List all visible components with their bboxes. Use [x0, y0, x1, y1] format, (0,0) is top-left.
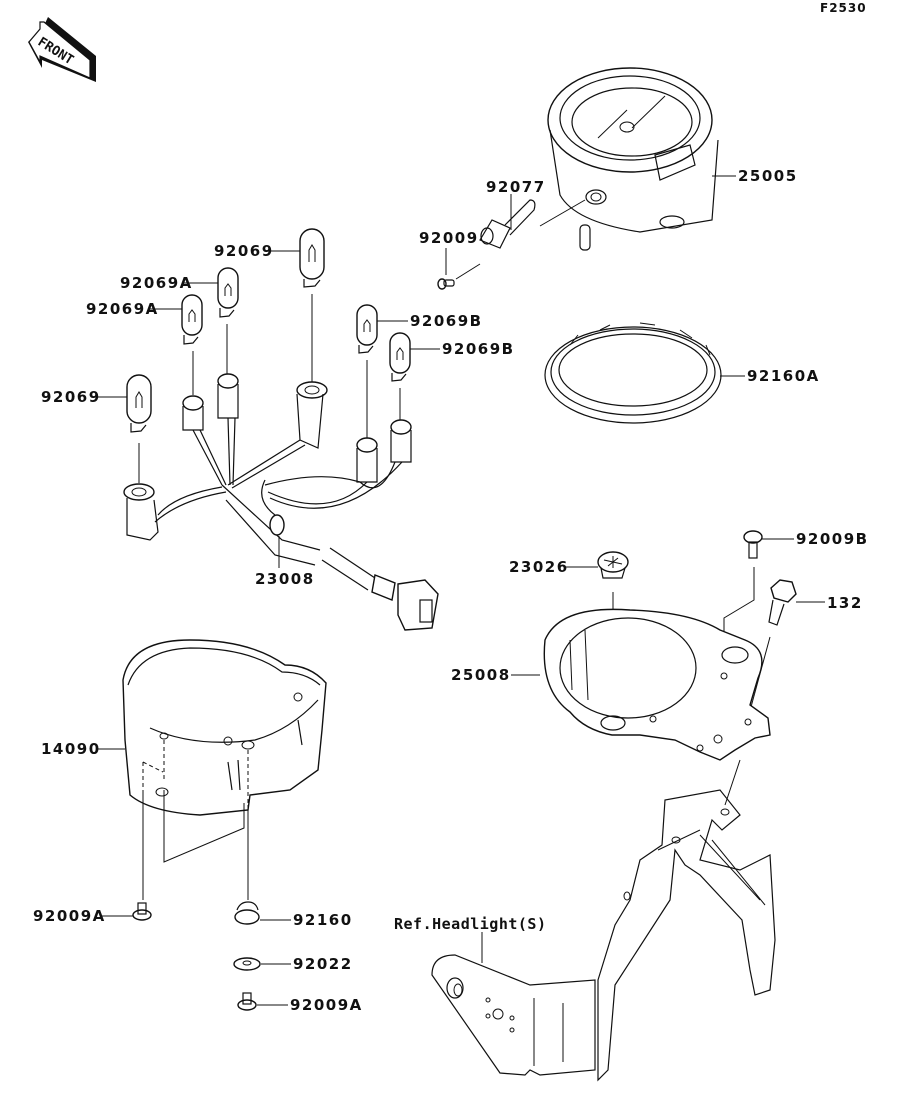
label-92069a-upper: 92069A — [120, 274, 193, 292]
label-92009a-right: 92009A — [290, 996, 363, 1014]
label-14090: 14090 — [41, 740, 101, 758]
front-arrow-icon: FRONT — [28, 17, 96, 82]
label-25005: 25005 — [738, 167, 798, 185]
meter-assembly-25005 — [547, 67, 719, 251]
speedometer-gear-92077 — [479, 199, 586, 249]
grommet-92160 — [234, 901, 260, 925]
screw-92009a-left — [132, 902, 152, 921]
bolt-132 — [768, 579, 797, 626]
screw-92009a-right — [237, 992, 257, 1011]
wiring-harness-23008 — [123, 373, 439, 631]
reference-headlight-note: Ref.Headlight(S) — [394, 915, 547, 933]
meter-housing-14090 — [122, 639, 327, 816]
label-92077: 92077 — [486, 178, 546, 196]
label-92069-left: 92069 — [41, 388, 101, 406]
bulb-92069-top — [299, 228, 325, 288]
label-92069-top: 92069 — [214, 242, 274, 260]
washer-92022 — [233, 957, 261, 971]
label-92009: 92009 — [419, 229, 479, 247]
bulb-92069-left — [126, 374, 152, 433]
label-92069a-lower: 92069A — [86, 300, 159, 318]
bulb-92069b-lower — [389, 332, 411, 382]
ring-92160a — [544, 322, 722, 424]
label-92022: 92022 — [293, 955, 353, 973]
bracket-25008 — [543, 608, 771, 761]
label-23026: 23026 — [509, 558, 569, 576]
label-92160: 92160 — [293, 911, 353, 929]
screw-92009b — [743, 530, 763, 559]
label-92069b-lower: 92069B — [442, 340, 515, 358]
bulb-92069a-lower — [181, 294, 203, 345]
grommet-23026 — [597, 551, 629, 579]
figure-code: F2530 — [820, 1, 867, 15]
label-92009b: 92009B — [796, 530, 869, 548]
headlight-bracket — [431, 789, 776, 1082]
label-25008: 25008 — [451, 666, 511, 684]
screw-92009 — [437, 263, 481, 290]
label-92009a-left: 92009A — [33, 907, 106, 925]
label-92069b-upper: 92069B — [410, 312, 483, 330]
label-132: 132 — [827, 594, 863, 612]
label-92160a: 92160A — [747, 367, 820, 385]
bulb-92069b-upper — [356, 304, 378, 354]
bulb-92069a-upper — [217, 267, 239, 318]
label-23008: 23008 — [255, 570, 315, 588]
